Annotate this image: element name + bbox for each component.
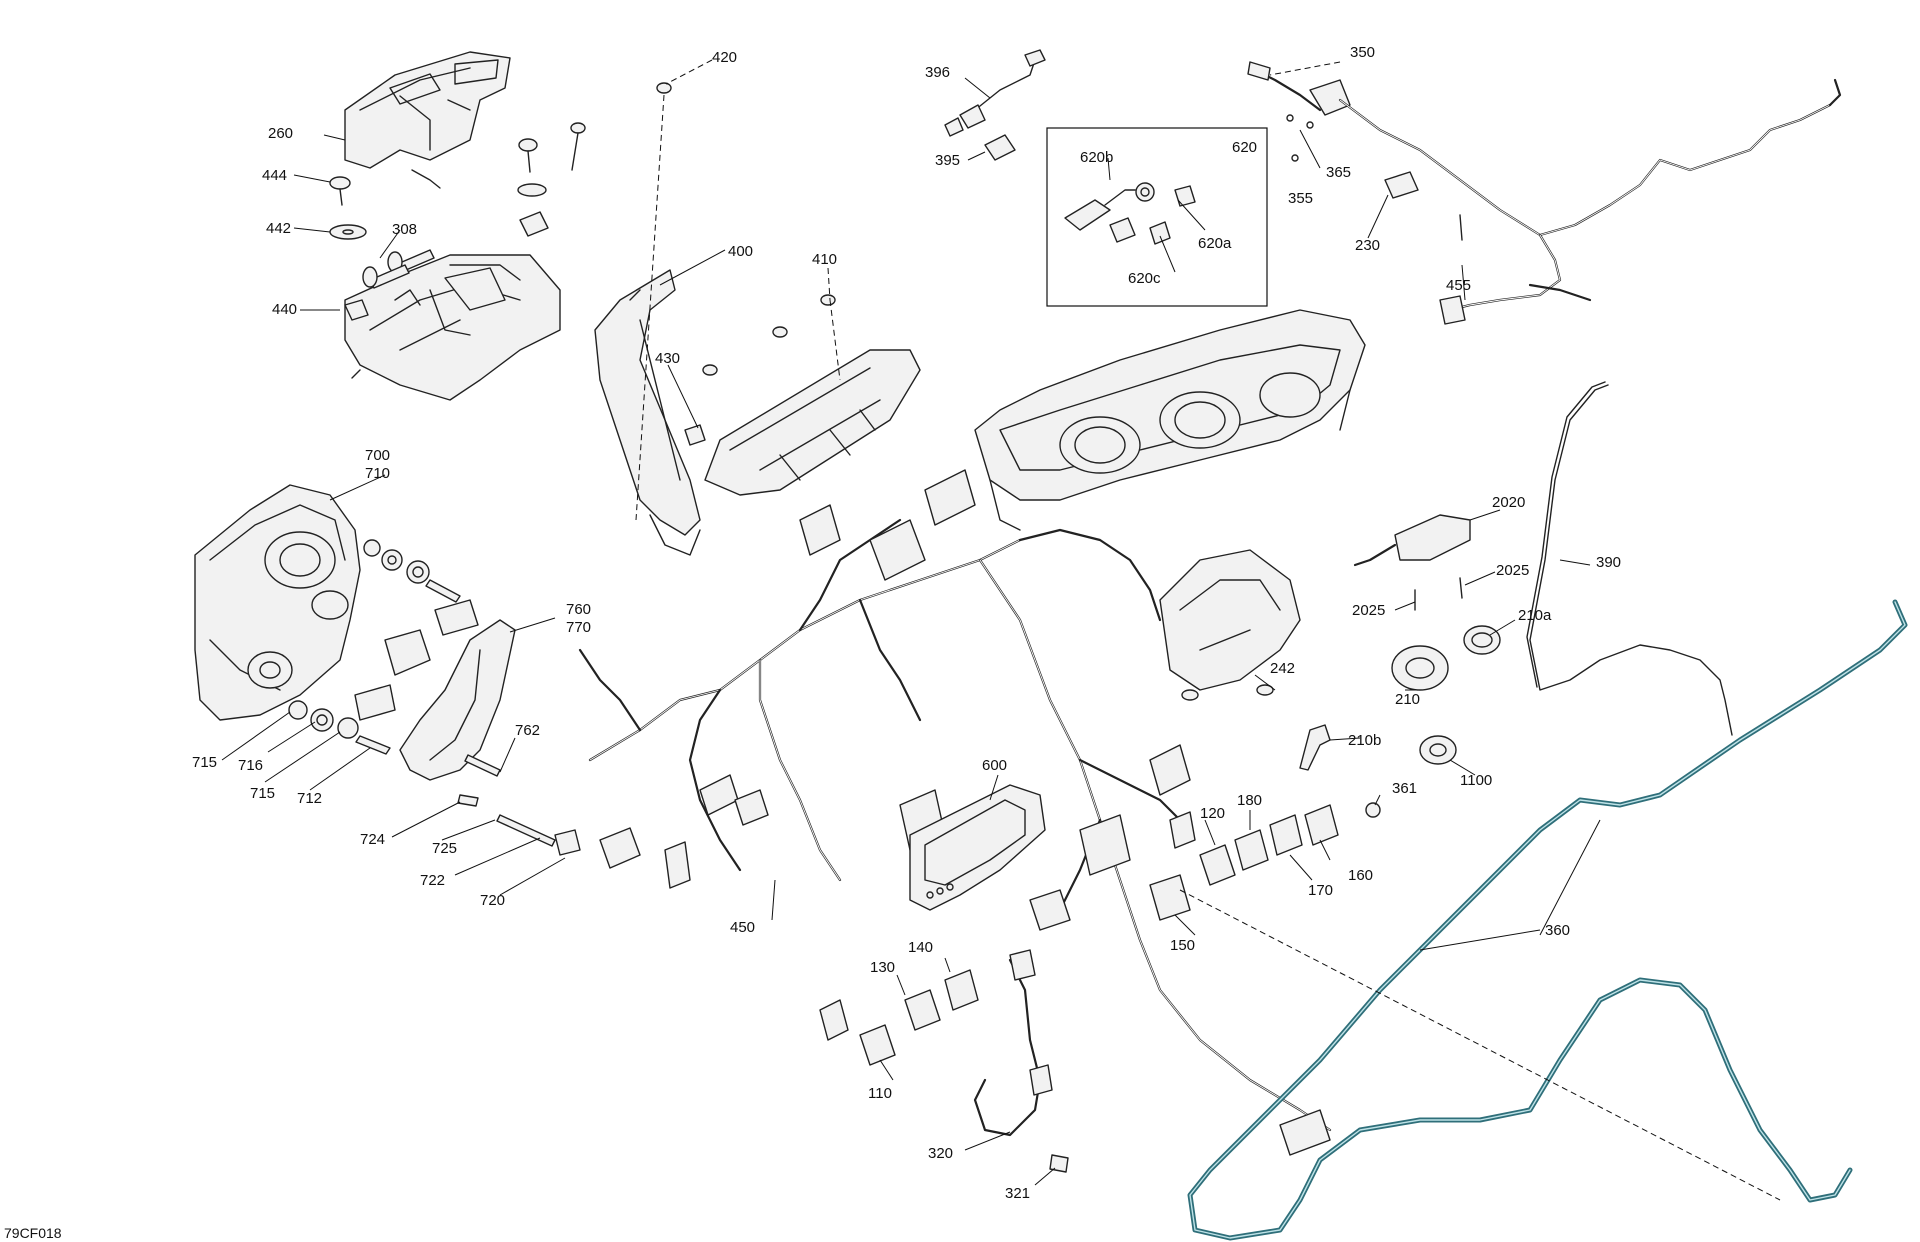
callout-444: 444 bbox=[262, 167, 287, 184]
callout-442: 442 bbox=[266, 220, 291, 237]
part-210-ignition bbox=[1391, 625, 1501, 691]
callout-210: 210 bbox=[1395, 691, 1420, 708]
callout-labels: 420 396 395 350 620 620b 620a 620c 365 3… bbox=[192, 44, 1621, 1202]
callout-724: 724 bbox=[360, 831, 385, 848]
diagram-code: 79CF018 bbox=[4, 1225, 62, 1241]
callout-308: 308 bbox=[392, 221, 417, 238]
callout-150: 150 bbox=[1170, 937, 1195, 954]
part-210b-key bbox=[1299, 724, 1331, 771]
relay-modules bbox=[1149, 804, 1339, 921]
callout-170: 170 bbox=[1308, 882, 1333, 899]
part-410-rail bbox=[684, 294, 921, 496]
part-395-connector bbox=[984, 134, 1016, 161]
callout-180: 180 bbox=[1237, 792, 1262, 809]
part-2020-sensor bbox=[1353, 514, 1471, 611]
part-700-headlight bbox=[194, 484, 361, 721]
part-clips-stack bbox=[517, 82, 672, 237]
main-harness bbox=[578, 518, 1332, 1132]
part-396-connector bbox=[944, 49, 1046, 137]
callout-260: 260 bbox=[268, 125, 293, 142]
part-600-display bbox=[909, 784, 1046, 911]
part-440-clip bbox=[344, 299, 369, 321]
callout-210b: 210b bbox=[1348, 732, 1381, 749]
callout-620b: 620b bbox=[1080, 149, 1113, 166]
part-1100-socket bbox=[1419, 735, 1457, 765]
callout-722: 722 bbox=[420, 872, 445, 889]
part-308-bolts bbox=[362, 249, 435, 289]
callout-140: 140 bbox=[908, 939, 933, 956]
callout-230: 230 bbox=[1355, 237, 1380, 254]
callout-450: 450 bbox=[730, 919, 755, 936]
callout-365: 365 bbox=[1326, 164, 1351, 181]
callout-321: 321 bbox=[1005, 1185, 1030, 1202]
callout-210a: 210a bbox=[1518, 607, 1552, 624]
callout-396: 396 bbox=[925, 64, 950, 81]
callout-110: 110 bbox=[868, 1085, 892, 1102]
callout-2020: 2020 bbox=[1492, 494, 1525, 511]
callout-760: 760 bbox=[566, 601, 591, 618]
headlight-bulbs bbox=[354, 599, 479, 721]
callout-712: 712 bbox=[297, 790, 322, 807]
callout-242: 242 bbox=[1270, 660, 1295, 677]
harness-connectors bbox=[599, 469, 1196, 1041]
part-390-cable bbox=[1526, 381, 1733, 736]
part-444-screw bbox=[329, 176, 351, 206]
callout-700: 700 bbox=[365, 447, 390, 464]
callout-400: 400 bbox=[728, 243, 753, 260]
part-440-bracket-plate bbox=[344, 254, 561, 401]
relays-110-140 bbox=[859, 969, 979, 1066]
callout-410: 410 bbox=[812, 251, 837, 268]
part-442-washer bbox=[329, 224, 367, 240]
part-760-bracket bbox=[399, 619, 516, 781]
callout-600: 600 bbox=[982, 757, 1007, 774]
callout-361: 361 bbox=[1392, 780, 1417, 797]
callout-620c: 620c bbox=[1128, 270, 1161, 287]
callout-320: 320 bbox=[928, 1145, 953, 1162]
callout-715a: 715 bbox=[192, 754, 217, 771]
callout-395: 395 bbox=[935, 152, 960, 169]
callout-716: 716 bbox=[238, 757, 263, 774]
callout-430: 430 bbox=[655, 350, 680, 367]
callout-715b: 715 bbox=[250, 785, 275, 802]
callout-2025b: 2025 bbox=[1352, 602, 1385, 619]
callout-420: 420 bbox=[712, 49, 737, 66]
callout-160: 160 bbox=[1348, 867, 1373, 884]
callout-130: 130 bbox=[870, 959, 895, 976]
callout-355: 355 bbox=[1288, 190, 1313, 207]
callout-770: 770 bbox=[566, 619, 591, 636]
callout-2025a: 2025 bbox=[1496, 562, 1529, 579]
callout-1100: 1100 bbox=[1460, 772, 1492, 789]
callout-620: 620 bbox=[1232, 139, 1257, 156]
callout-455: 455 bbox=[1446, 277, 1471, 294]
leader-lines bbox=[221, 59, 1781, 1201]
callout-720: 720 bbox=[480, 892, 505, 909]
part-400-mounting-bracket bbox=[594, 269, 701, 556]
callout-440: 440 bbox=[272, 301, 297, 318]
callout-710: 710 bbox=[365, 465, 390, 482]
inset-620 bbox=[1046, 127, 1268, 307]
callout-350: 350 bbox=[1350, 44, 1375, 61]
part-350-harness bbox=[1247, 61, 1842, 325]
callout-390: 390 bbox=[1596, 554, 1621, 571]
dashboard-frame bbox=[974, 309, 1366, 531]
headlight-fasteners bbox=[288, 539, 581, 856]
callout-725: 725 bbox=[432, 840, 457, 857]
part-260-console-cover bbox=[344, 51, 511, 189]
part-360-antenna-cable bbox=[1187, 599, 1908, 1241]
callout-620a: 620a bbox=[1198, 235, 1232, 252]
part-320-harness bbox=[973, 949, 1069, 1173]
callout-762: 762 bbox=[515, 722, 540, 739]
part-242-module bbox=[1159, 549, 1301, 701]
callout-120: 120 bbox=[1200, 805, 1225, 822]
callout-360: 360 bbox=[1545, 922, 1570, 939]
part-361-nut bbox=[1365, 802, 1381, 818]
